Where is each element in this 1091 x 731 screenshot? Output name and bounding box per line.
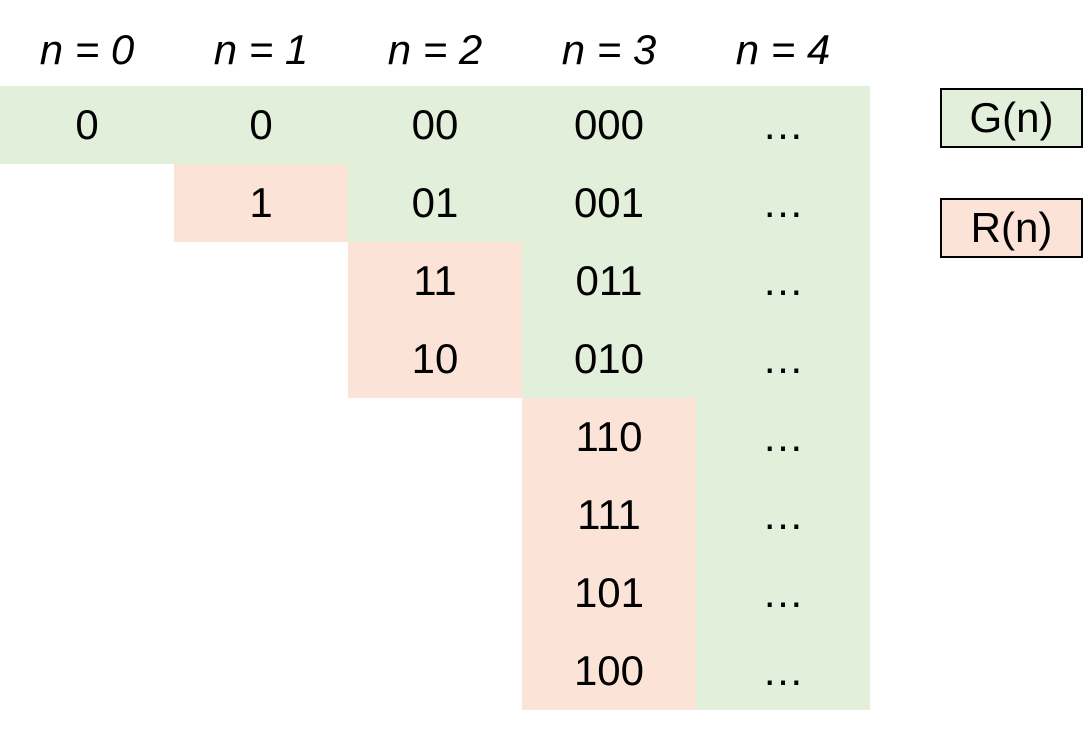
code-cell-g: … [696,86,870,164]
code-cell-g: 00 [348,86,522,164]
code-cell-r: 110 [522,398,696,476]
code-cell-g: 001 [522,164,696,242]
code-cell-g: 011 [522,242,696,320]
code-cell-g: … [696,164,870,242]
code-cell-r: 1 [174,164,348,242]
code-cell-r: 11 [348,242,522,320]
header-n0: n = 0 [39,26,135,73]
header-n3: n = 3 [561,26,657,73]
code-cell-g: … [696,632,870,710]
code-cell-g: 01 [348,164,522,242]
header-n1: n = 1 [213,26,309,73]
code-cell-g: … [696,242,870,320]
legend-r-box: R(n) [940,198,1083,258]
code-cell-r: 100 [522,632,696,710]
code-cell-g: 010 [522,320,696,398]
code-cell-g: 0 [0,86,174,164]
code-cell-g: … [696,320,870,398]
code-cell-r: 101 [522,554,696,632]
code-cell-g: … [696,476,870,554]
legend-g-box: G(n) [940,88,1083,148]
code-cell-g: … [696,398,870,476]
code-cell-g: 0 [174,86,348,164]
header-n2: n = 2 [387,26,483,73]
header-n4: n = 4 [735,26,831,73]
code-cell-r: 10 [348,320,522,398]
code-cell-g: … [696,554,870,632]
code-cell-g: 000 [522,86,696,164]
code-cell-r: 111 [522,476,696,554]
